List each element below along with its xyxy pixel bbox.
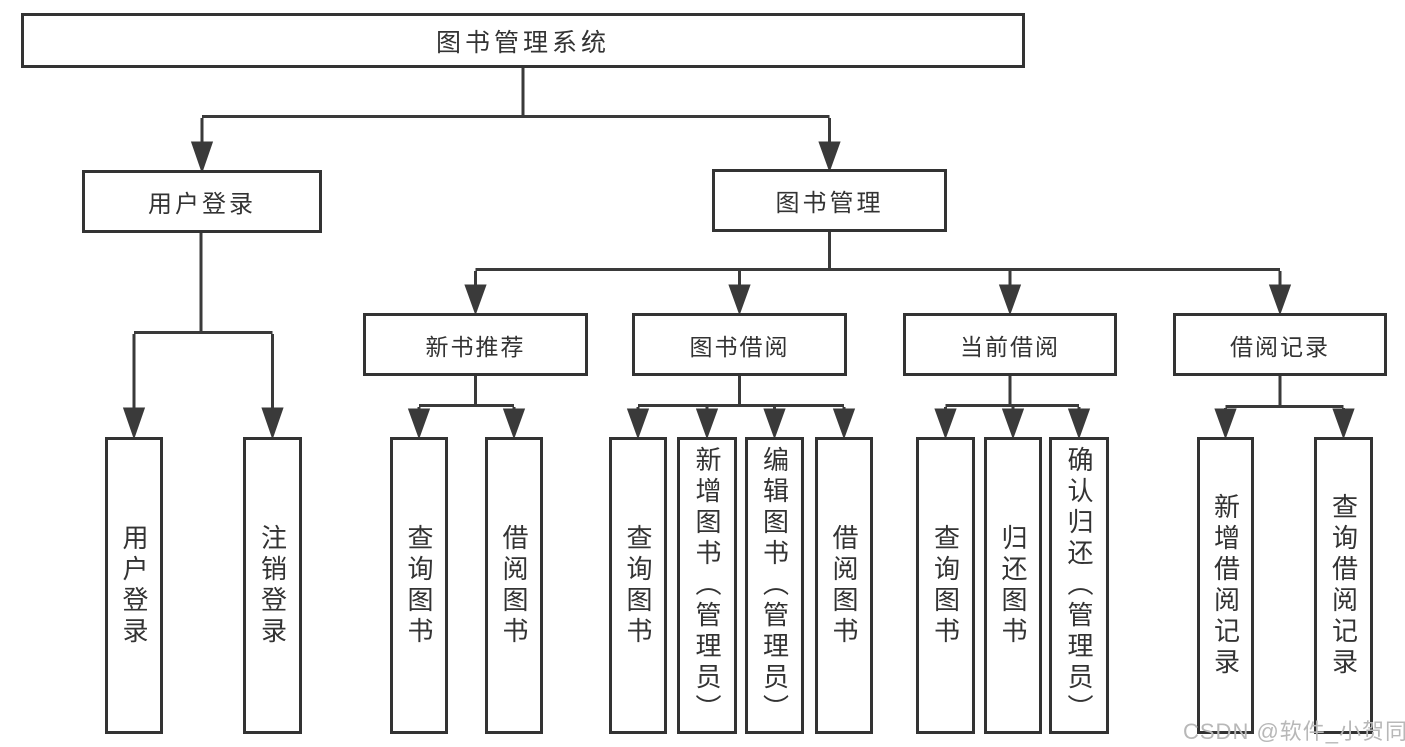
node-label: 查询借阅记录 [1328,492,1359,679]
node-label: 借阅记录 [1230,333,1330,360]
node-label: 借阅图书 [829,523,859,648]
node-label: 查询图书 [930,523,961,648]
leaf-logout: 注销登录 [243,437,302,734]
leaf-add-borrow-record: 新增借阅记录 [1197,437,1254,734]
node-label: 归还图书 [998,523,1028,648]
node-root-system: 图书管理系统 [21,13,1025,68]
node-current-borrow: 当前借阅 [903,313,1117,376]
csdn-watermark: CSDN @软件_小贺同学 [1183,719,1405,744]
node-label: 用户登录 [148,191,256,218]
leaf-edit-book-admin: 编辑图书（管理员） [745,437,804,734]
leaf-query-book-1: 查询图书 [390,437,448,734]
node-borrow-records: 借阅记录 [1173,313,1387,376]
connector-borrow-records [1214,375,1355,440]
leaf-user-login: 用户登录 [105,437,163,734]
node-label: 图书借阅 [689,333,790,360]
connector-new-book [407,375,526,440]
node-book-management: 图书管理 [712,169,947,232]
node-label: 图书管理 [775,190,884,217]
node-new-book-recommend: 新书推荐 [363,313,588,376]
leaf-query-book-2: 查询图书 [609,437,667,734]
node-label: 查询图书 [404,523,434,648]
connector-root [190,68,841,174]
node-book-borrow: 图书借阅 [632,313,847,376]
node-label: 用户登录 [119,523,149,648]
node-label: 确认归还（管理员） [1064,446,1094,725]
leaf-return-book: 归还图书 [984,437,1042,734]
node-label: 编辑图书（管理员） [759,446,790,725]
node-label: 当前借阅 [960,333,1060,360]
node-label: 新书推荐 [425,333,526,360]
leaf-borrow-book-2: 借阅图书 [815,437,873,734]
node-label: 图书管理系统 [435,28,610,57]
connector-current-borrow [934,375,1091,440]
leaf-confirm-return-admin: 确认归还（管理员） [1049,437,1109,734]
leaf-query-borrow-record: 查询借阅记录 [1314,437,1373,734]
node-label: 注销登录 [257,523,288,648]
connector-user-login [122,233,284,440]
node-user-login: 用户登录 [82,170,322,233]
leaf-add-book-admin: 新增图书（管理员） [677,437,737,734]
node-label: 新增图书（管理员） [692,446,722,725]
node-label: 新增借阅记录 [1210,492,1241,679]
node-label: 查询图书 [623,523,653,648]
leaf-query-book-3: 查询图书 [916,437,975,734]
node-label: 借阅图书 [499,523,529,648]
connector-book-borrow [626,375,856,440]
connector-book-mgmt [464,232,1292,316]
leaf-borrow-book-1: 借阅图书 [485,437,543,734]
